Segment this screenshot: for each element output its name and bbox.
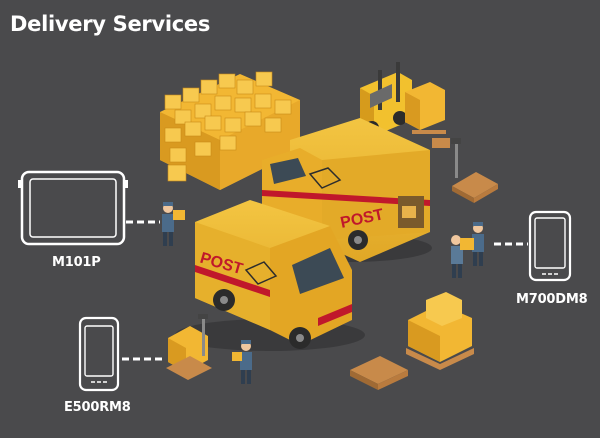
right-box-pile — [406, 292, 474, 370]
hand-pallet — [451, 138, 498, 203]
forklift — [360, 62, 450, 148]
handheld-left-label: E500RM8 — [64, 400, 131, 415]
van-front: POST — [175, 200, 365, 351]
handheld-right-device-icon — [528, 210, 572, 282]
worker-bottom — [232, 340, 252, 384]
handheld-right-label: M700DM8 — [516, 292, 588, 307]
tablet-device-icon — [18, 170, 128, 246]
worker-left — [162, 202, 185, 246]
pallets — [350, 356, 408, 390]
tablet-label: M101P — [52, 255, 101, 270]
page-title: Delivery Services — [10, 12, 211, 36]
left-hand-truck — [166, 314, 212, 380]
worker-right — [451, 222, 484, 278]
handheld-left-device-icon — [78, 316, 120, 392]
